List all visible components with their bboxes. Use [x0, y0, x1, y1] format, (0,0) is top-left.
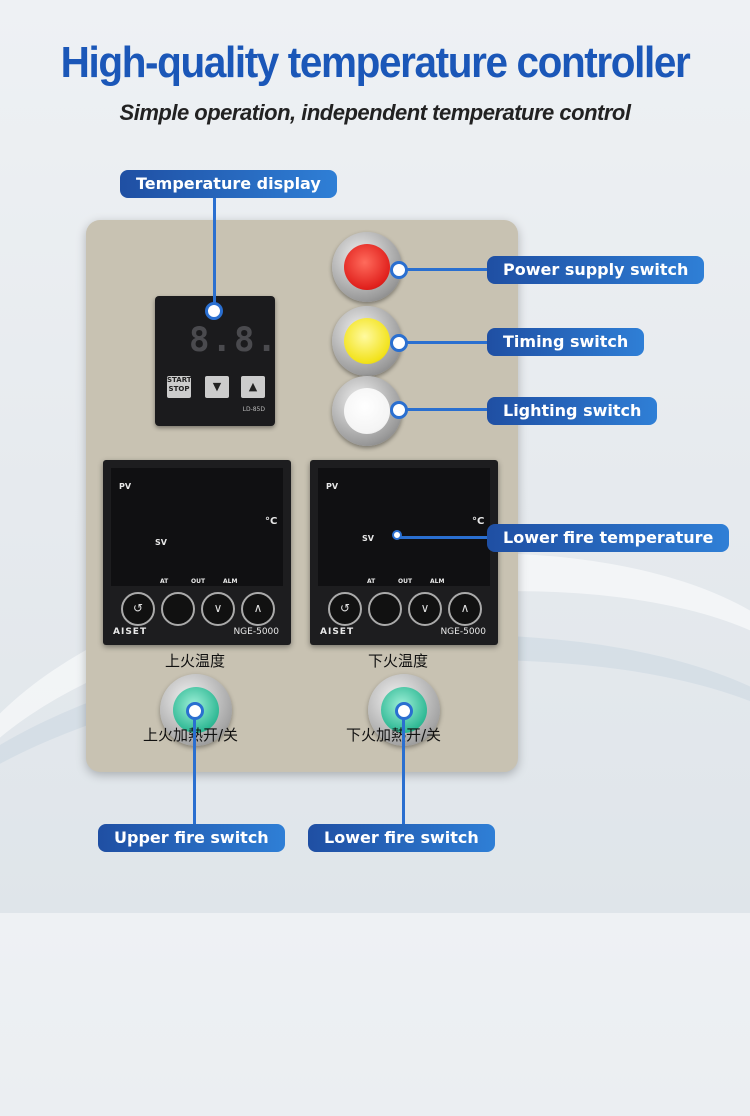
chevron-up-icon[interactable]: ∧ [241, 592, 275, 626]
timing-switch-label: Timing switch [487, 328, 645, 356]
upper-fire-temp-caption: 上火温度 [165, 652, 226, 670]
cycle-icon[interactable]: ↺ [121, 592, 155, 626]
white-lamp [344, 388, 390, 434]
callout-dot [395, 702, 413, 720]
upper-fire-switch-label: Upper fire switch [98, 824, 285, 852]
set-key[interactable] [161, 592, 195, 626]
upper-fire-switch-caption: 上火加熱开/关 [143, 726, 239, 744]
at-label: AT [367, 578, 376, 585]
timer-model: LD-85D [242, 406, 265, 413]
callout-line [402, 710, 405, 826]
timer-up-button[interactable]: ▲ [241, 376, 265, 398]
callout-dot [205, 302, 223, 320]
unit-label: °C [265, 516, 278, 527]
brand-label: AISET [113, 627, 148, 637]
sv-label: SV [155, 538, 167, 547]
callout-dot [390, 334, 408, 352]
triangle-down-icon: ▼ [212, 380, 222, 393]
lower-fire-temperature-label: Lower fire temperature [487, 524, 730, 552]
upper-fire-knob[interactable] [160, 674, 232, 746]
page-title: High-quality temperature controller [60, 38, 691, 87]
callout-line [397, 268, 489, 271]
model-label: NGE-5000 [233, 627, 279, 637]
pv-label: PV [119, 482, 132, 491]
out-label: OUT [398, 578, 413, 585]
lighting-switch-label: Lighting switch [487, 397, 658, 425]
pv-label: PV [326, 482, 339, 491]
red-lamp [344, 244, 390, 290]
model-label: NGE-5000 [440, 627, 486, 637]
callout-line [193, 710, 196, 826]
alm-label: ALM [430, 578, 445, 585]
display-digits: 8.8. [189, 320, 279, 360]
alm-label: ALM [223, 578, 238, 585]
callout-dot [392, 530, 402, 540]
lower-fire-temperature-controller: PV SV °C AT OUT ALM ↺ ∨ ∧ AISET NGE-5000 [310, 460, 498, 645]
callout-line [398, 536, 490, 539]
at-label: AT [160, 578, 169, 585]
upper-fire-temperature-controller: PV SV °C AT OUT ALM ↺ ∨ ∧ AISET NGE-5000 [103, 460, 291, 645]
temperature-display-label: Temperature display [120, 170, 337, 198]
brand-label: AISET [320, 627, 355, 637]
cycle-icon[interactable]: ↺ [328, 592, 362, 626]
triangle-up-icon: ▲ [248, 380, 258, 393]
set-key[interactable] [368, 592, 402, 626]
page-subtitle: Simple operation, independent temperatur… [119, 100, 631, 125]
controller-screen [111, 468, 283, 586]
callout-line [213, 196, 216, 310]
out-label: OUT [191, 578, 206, 585]
sv-label: SV [362, 534, 374, 543]
callout-dot [390, 401, 408, 419]
callout-dot [186, 702, 204, 720]
controller-screen [318, 468, 490, 586]
yellow-lamp [344, 318, 390, 364]
lower-fire-temp-caption: 下火温度 [368, 652, 429, 670]
start-stop-button[interactable]: START STOP [167, 376, 192, 398]
lower-fire-switch-label: Lower fire switch [308, 824, 495, 852]
chevron-down-icon[interactable]: ∨ [201, 592, 235, 626]
chevron-down-icon[interactable]: ∨ [408, 592, 442, 626]
timer-down-button[interactable]: ▼ [205, 376, 229, 398]
callout-dot [390, 261, 408, 279]
chevron-up-icon[interactable]: ∧ [448, 592, 482, 626]
callout-line [397, 341, 489, 344]
callout-line [397, 408, 489, 411]
power-supply-switch-label: Power supply switch [487, 256, 705, 284]
unit-label: °C [472, 516, 485, 527]
lower-fire-switch-caption: 下火加熱开/关 [346, 726, 442, 744]
